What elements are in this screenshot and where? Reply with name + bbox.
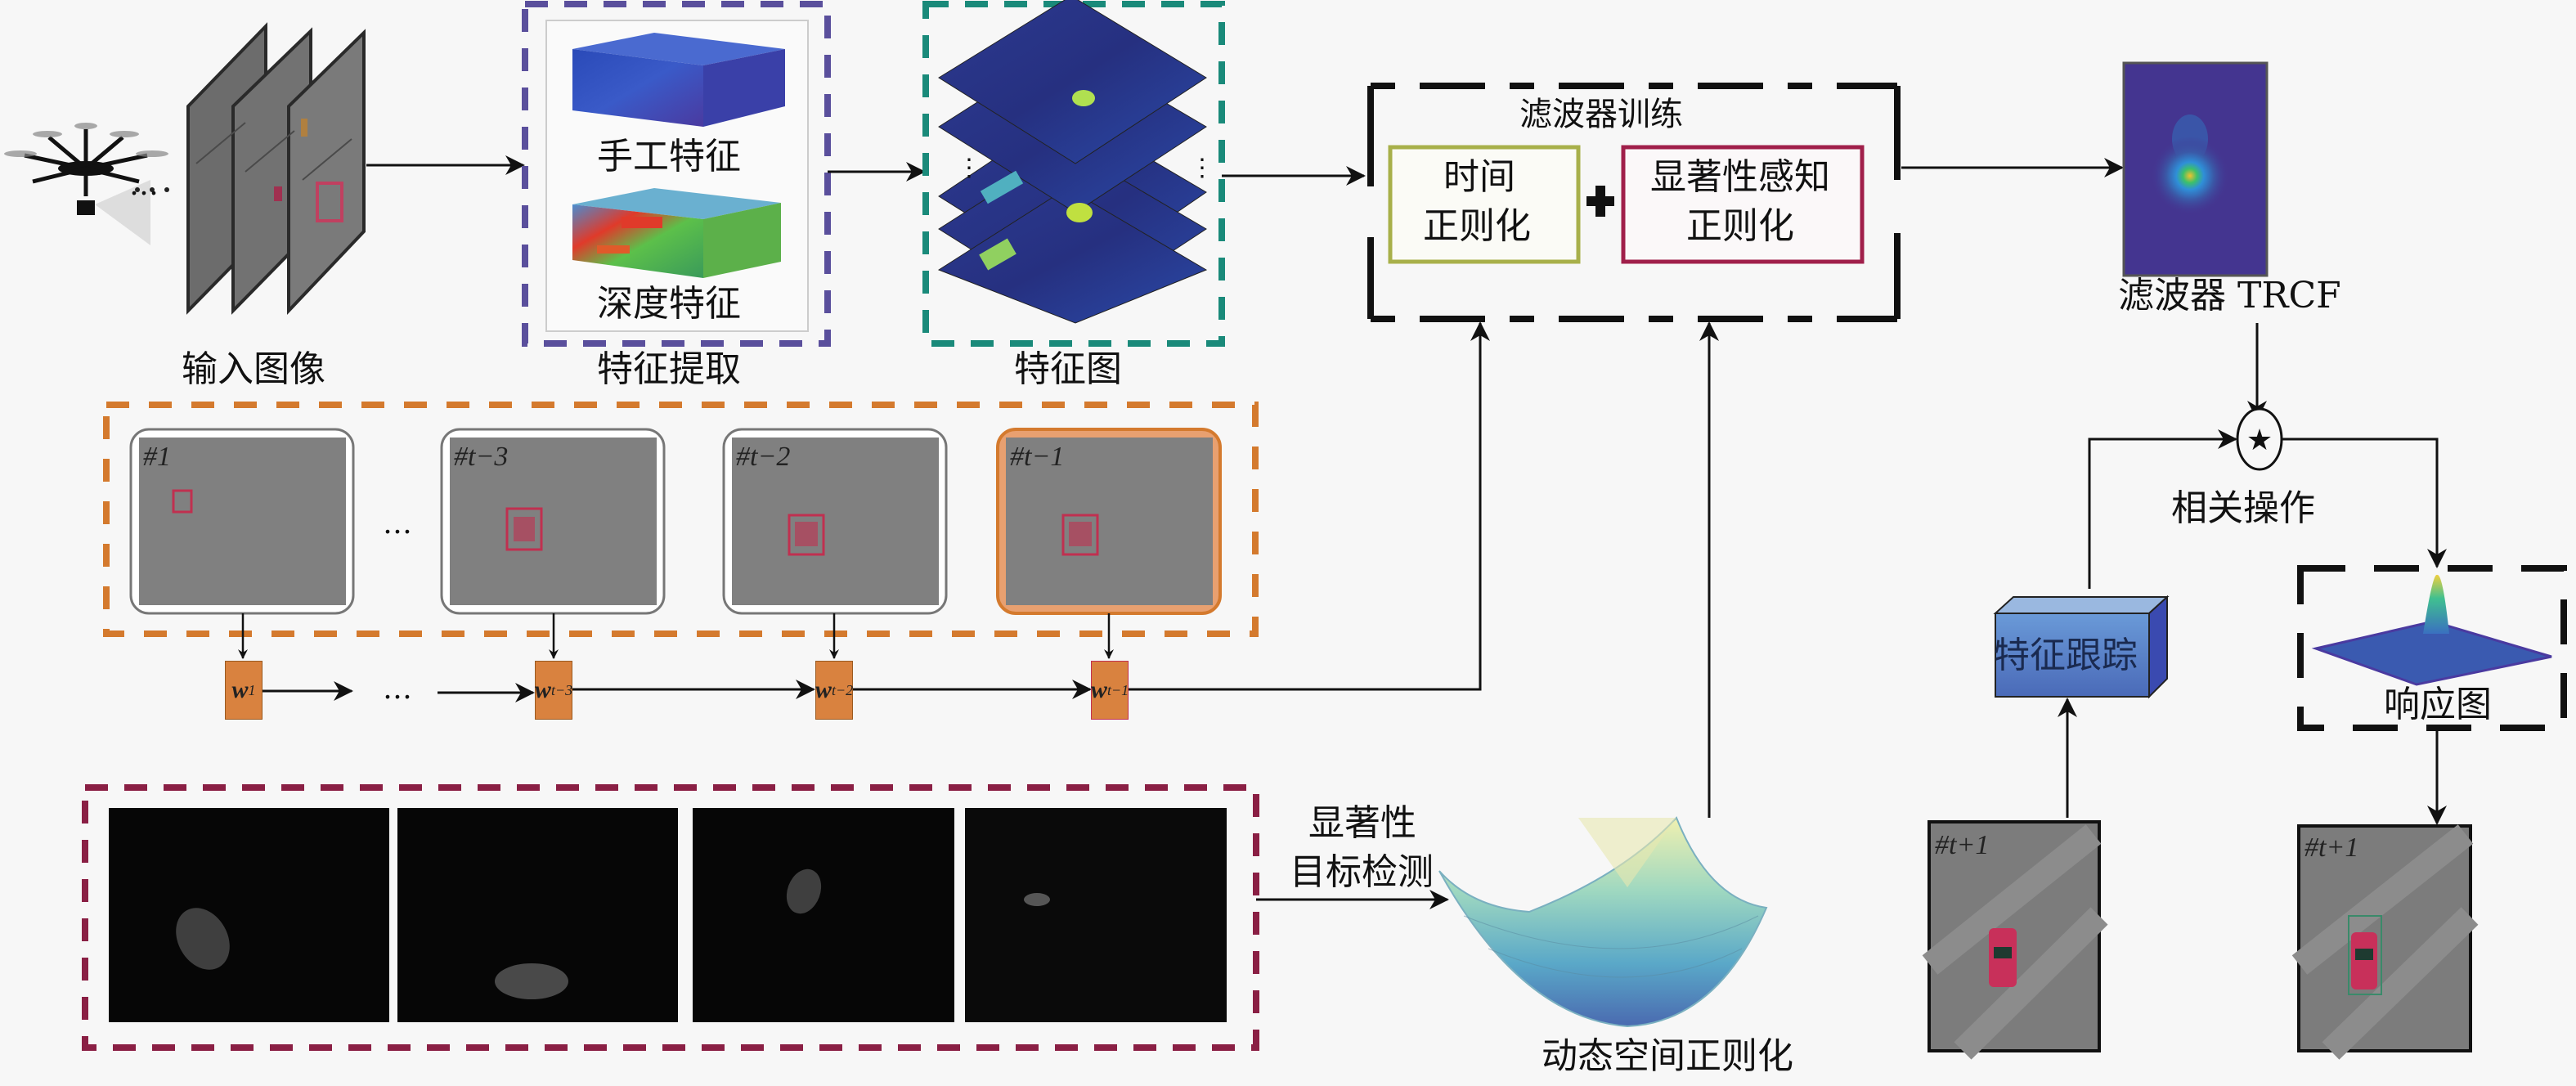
feature-map-label: 特征图 bbox=[1014, 348, 1122, 390]
drone-icon bbox=[4, 123, 169, 245]
input-image-stack bbox=[186, 22, 366, 316]
feature-tracking-label: 特征跟踪 bbox=[1994, 635, 2138, 676]
vertical-ellipsis-right: ⋮ bbox=[1190, 154, 1214, 182]
arrow-weights-to-training bbox=[1129, 321, 1490, 691]
next-frame-input bbox=[1922, 820, 2108, 1060]
saliency-reg-line1: 显著性感知 bbox=[1650, 156, 1830, 198]
deep-feature-label: 深度特征 bbox=[597, 283, 741, 325]
history-frame-t-1 bbox=[996, 428, 1222, 615]
next-frame-tag-left: #t+1 bbox=[1935, 830, 1990, 860]
next-frame-tag-right: #t+1 bbox=[2304, 832, 2359, 863]
temporal-reg-line1: 时间 bbox=[1443, 156, 1515, 198]
saliency-regularization-box bbox=[1621, 145, 1865, 264]
arrow-tracking-to-correlation bbox=[2088, 429, 2237, 589]
history-frame-1 bbox=[129, 428, 355, 615]
dynamic-spatial-reg-surface bbox=[1438, 816, 1768, 1028]
history-ellipsis: … bbox=[383, 507, 414, 541]
filter-trcf-heatmap bbox=[2122, 61, 2269, 277]
frame-tag-t-1: #t−1 bbox=[1010, 442, 1065, 472]
response-map-frame bbox=[2297, 565, 2567, 731]
temporal-regularization-box bbox=[1388, 145, 1581, 264]
dynamic-spatial-reg-label: 动态空间正则化 bbox=[1542, 1035, 1793, 1077]
filter-training-frame bbox=[1367, 83, 1901, 322]
drone-ellipsis: … bbox=[129, 168, 160, 202]
history-frame-t-2 bbox=[722, 428, 948, 615]
deep-feature-cube bbox=[572, 188, 781, 278]
saliency-detection-line1: 显著性 bbox=[1308, 802, 1416, 844]
correlation-label: 相关操作 bbox=[2171, 487, 2315, 529]
handcrafted-feature-label: 手工特征 bbox=[597, 136, 741, 177]
response-map-surface bbox=[2311, 574, 2552, 686]
history-frames-frame bbox=[103, 402, 1259, 637]
frame-tag-t-2: #t−2 bbox=[736, 442, 791, 472]
filter-trcf-label: 滤波器 TRCF bbox=[2118, 275, 2341, 316]
star-icon: ★ bbox=[2246, 424, 2273, 457]
weights-ellipsis: … bbox=[383, 672, 414, 706]
saliency-reg-line2: 正则化 bbox=[1686, 205, 1794, 247]
frame-to-weight-arrows bbox=[238, 613, 1114, 659]
response-map-label: 响应图 bbox=[2384, 684, 2492, 725]
feature-extraction-label: 特征提取 bbox=[597, 348, 741, 390]
saliency-frames-frame bbox=[82, 784, 1259, 1051]
filter-training-label: 滤波器训练 bbox=[1519, 96, 1683, 133]
feature-map-frame bbox=[922, 1, 1225, 347]
next-frame-result bbox=[2291, 824, 2479, 1060]
frame-tag-t-3: #t−3 bbox=[454, 442, 509, 472]
handcrafted-feature-cube bbox=[572, 33, 785, 127]
frame-tag-1: #1 bbox=[143, 442, 171, 472]
feature-map-stack: ⋮ ⋮ bbox=[937, 0, 1214, 324]
feature-tracking-box bbox=[1993, 595, 2170, 699]
history-frame-t-3 bbox=[440, 428, 666, 615]
feature-extraction-frame bbox=[522, 1, 831, 347]
saliency-detection-line2: 目标检测 bbox=[1290, 851, 1434, 893]
arrow-correlation-to-response bbox=[2282, 438, 2447, 568]
input-image-label: 输入图像 bbox=[182, 348, 325, 390]
weight-chain-arrows bbox=[262, 680, 1092, 702]
vertical-ellipsis-left: ⋮ bbox=[957, 154, 981, 182]
saliency-maps bbox=[109, 808, 1227, 1022]
temporal-reg-line2: 正则化 bbox=[1423, 205, 1531, 247]
plus-icon bbox=[1586, 186, 1614, 217]
